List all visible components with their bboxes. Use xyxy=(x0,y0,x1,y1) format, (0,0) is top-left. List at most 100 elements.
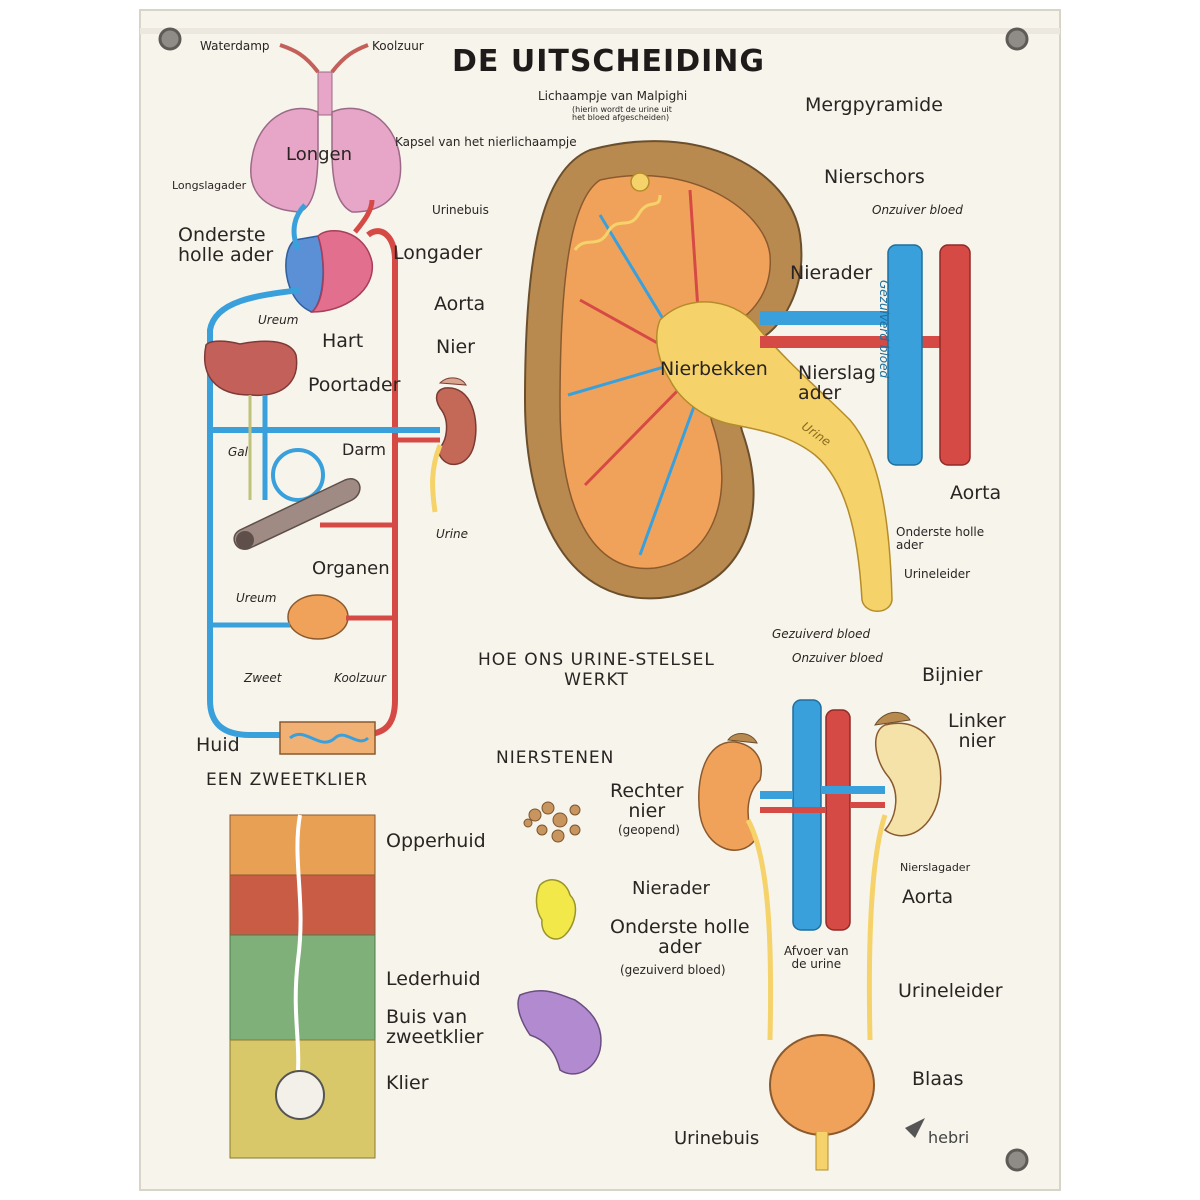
label-koolzuur-top: Koolzuur xyxy=(372,39,424,53)
organ-tissue xyxy=(287,594,349,640)
label-koolzuur-skin: Koolzuur xyxy=(334,671,386,685)
kidney-stones-small xyxy=(523,801,581,843)
pulmonary-vein xyxy=(291,203,307,251)
trachea xyxy=(317,71,333,116)
urethra xyxy=(815,1132,829,1171)
skin-block xyxy=(279,721,376,755)
label-organen: Organen xyxy=(312,558,390,579)
heading-een-zweetklier: EEN ZWEETKLIER xyxy=(206,770,369,790)
intestine-open-end xyxy=(236,531,254,549)
exhale-arrow-right xyxy=(330,43,369,74)
aorta-right xyxy=(939,244,971,466)
label-gezuiverd-bloed-note: (gezuiverd bloed) xyxy=(620,963,726,977)
exhale-arrow-left xyxy=(279,43,320,74)
label-urineleider-section: Urineleider xyxy=(904,567,971,581)
poster-top-rod xyxy=(140,28,1060,34)
label-urineleider-system: Urineleider xyxy=(898,980,1003,1002)
pyramid-divider-4 xyxy=(583,378,690,487)
grommet-bottom-right xyxy=(1005,1148,1029,1172)
ureter-left xyxy=(866,814,888,1041)
label-nier-circulation: Nier xyxy=(436,336,475,358)
label-urinebuis-system: Urinebuis xyxy=(674,1128,760,1149)
label-ureum-heart: Ureum xyxy=(258,313,299,327)
intestine-vessel-loop xyxy=(271,448,325,502)
label-opperhuid: Opperhuid xyxy=(386,830,486,852)
label-onzuiver-bloed-section: Onzuiver bloed xyxy=(872,203,963,217)
label-urine-circulation: Urine xyxy=(436,527,469,541)
label-ureum-organs: Ureum xyxy=(236,591,277,605)
ureter-right xyxy=(745,818,774,1041)
brand-logo: hebri xyxy=(928,1128,970,1147)
label-lichaampje-van-malpighi: Lichaampje van Malpighi xyxy=(538,89,688,103)
label-gezuiverd-bloed-section: Gezuiverd bloed xyxy=(877,280,891,379)
label-gezuiverd-bloed-system: Gezuiverd bloed xyxy=(772,627,871,641)
aorta-system xyxy=(825,709,851,931)
adrenal-left xyxy=(874,711,911,726)
ureter-small xyxy=(430,444,443,513)
label-nierslagader-section: Nierslag ader xyxy=(798,362,876,404)
label-nierader-system: Nierader xyxy=(632,878,710,899)
label-aorta-system: Aorta xyxy=(902,886,954,908)
grommet-top-left xyxy=(158,27,182,51)
pulmonary-artery xyxy=(353,199,375,234)
label-urinebuis-section: Urinebuis xyxy=(432,203,489,217)
bladder xyxy=(769,1034,875,1136)
malpighian-body xyxy=(630,172,650,192)
liver xyxy=(204,340,298,397)
adrenal-right xyxy=(727,733,758,744)
lung-right xyxy=(331,107,402,213)
grommet-top-right xyxy=(1005,27,1029,51)
label-nierader-section: Nierader xyxy=(790,262,873,284)
skin-layer-subcutis xyxy=(229,1039,376,1159)
label-rechter-nier: Rechter nier xyxy=(610,780,684,822)
heart-left-side xyxy=(309,229,373,313)
label-onderste-holle-ader: Onderste holle ader xyxy=(178,224,274,266)
label-lederhuid: Lederhuid xyxy=(386,968,481,990)
label-nierslagader-system: Nierslagader xyxy=(900,861,971,874)
label-afvoer-van-de-urine: Afvoer van de urine xyxy=(784,944,849,971)
label-huid: Huid xyxy=(196,734,240,756)
label-longen: Longen xyxy=(286,144,353,165)
label-nierschors: Nierschors xyxy=(824,166,925,188)
label-waterdamp: Waterdamp xyxy=(200,39,270,53)
label-kapsel: Kapsel van het nierlichaampje xyxy=(395,135,577,149)
sweat-gland-coil xyxy=(275,1070,325,1120)
kidney-stone-purple xyxy=(517,990,602,1075)
lung-left xyxy=(250,107,319,213)
label-poortader: Poortader xyxy=(308,374,401,396)
label-zweet: Zweet xyxy=(244,671,282,685)
label-buis-van-zweetklier: Buis van zweetklier xyxy=(386,1006,484,1048)
label-longslagader: Longslagader xyxy=(172,179,247,192)
skin-layer-epidermis xyxy=(229,814,376,876)
vena-cava-right xyxy=(887,244,923,466)
label-onderste-holle-ader-section: Onderste holle ader xyxy=(896,525,985,552)
label-linker-nier: Linker nier xyxy=(948,710,1006,752)
kidney-right-opened xyxy=(698,741,762,851)
renal-pelvis xyxy=(656,301,893,612)
skin-capillary xyxy=(289,732,370,744)
label-aorta-section: Aorta xyxy=(950,482,1002,504)
sweat-duct xyxy=(293,814,303,1071)
label-lichaampje-note: (hierin wordt de urine uit het bloed afg… xyxy=(572,105,672,123)
label-bijnier: Bijnier xyxy=(922,664,983,686)
label-klier: Klier xyxy=(386,1072,429,1094)
brand-bird-mark xyxy=(905,1118,925,1138)
body-vein-main xyxy=(207,287,301,738)
nephron-tubule xyxy=(573,194,662,251)
heading-hoe-ons-urine-stelsel-werkt: HOE ONS URINE-STELSEL WERKT xyxy=(478,650,715,690)
heading-niersteen: NIERSTENEN xyxy=(496,748,615,768)
label-hart: Hart xyxy=(322,330,364,352)
intestine xyxy=(233,478,361,550)
label-nierbekken: Nierbekken xyxy=(660,358,768,380)
skin-layer-dermis xyxy=(229,934,376,1041)
label-mergpyramide: Mergpyramide xyxy=(805,94,943,116)
label-gal: Gal xyxy=(228,445,248,459)
adrenal-small xyxy=(438,377,467,386)
kidney-left xyxy=(874,722,942,837)
label-onzuiver-bloed-system: Onzuiver bloed xyxy=(792,651,883,665)
vena-cava-system xyxy=(792,699,822,931)
kidney-stone-yellow xyxy=(535,879,577,940)
label-geopend: (geopend) xyxy=(618,823,680,837)
